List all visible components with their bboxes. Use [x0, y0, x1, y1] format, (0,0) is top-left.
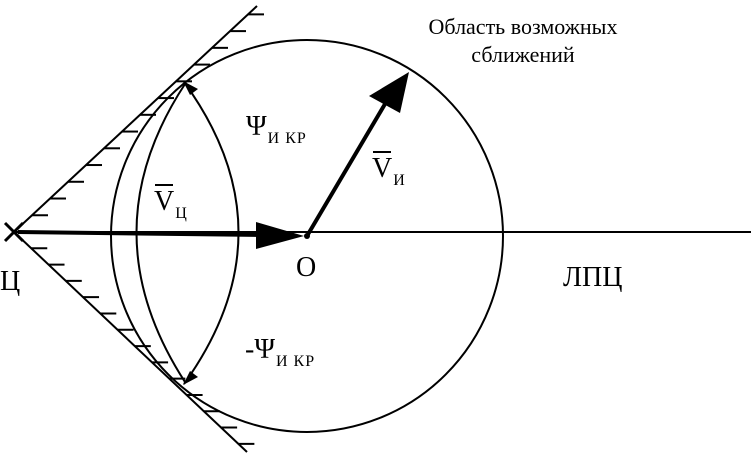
neg-psi-symbol: -Ψ — [245, 334, 275, 365]
interceptor-velocity-arrowhead — [369, 72, 409, 113]
target-velocity-arrowhead — [256, 222, 304, 249]
psi-symbol: Ψ — [246, 111, 267, 142]
interceptor-velocity-symbol: V — [372, 151, 393, 184]
lower-cone-hatching — [31, 247, 255, 445]
psi-critical-label: ΨИ КР — [246, 111, 307, 147]
neg-psi-subscript: И КР — [275, 353, 316, 370]
inner-left-arc — [135, 83, 186, 383]
interceptor-velocity-subscript: И — [393, 172, 406, 189]
line-of-sight-label: ЛПЦ — [563, 262, 623, 293]
target-velocity-label: VЦ — [154, 184, 188, 222]
center-o-label: О — [296, 252, 317, 283]
psi-subscript: И КР — [267, 130, 307, 147]
approach-region-line2: сближений — [471, 41, 575, 67]
interceptor-velocity-label: VИ — [372, 151, 406, 189]
arc-arrowhead-top — [183, 81, 198, 95]
approach-region-circle — [110, 39, 504, 433]
arc-arrowhead-bottom — [183, 371, 198, 385]
upper-cone-hatching — [32, 13, 264, 217]
target-velocity-shaft — [17, 230, 263, 237]
interceptor-velocity-shaft — [305, 102, 387, 238]
upper-cone-boundary — [13, 5, 258, 233]
target-velocity-subscript: Ц — [175, 205, 188, 222]
target-velocity-symbol: V — [154, 184, 175, 217]
target-label: Ц — [0, 266, 21, 297]
approach-region-line1: Область возможных — [428, 14, 618, 39]
approach-region-label: Область возможных сближений — [388, 13, 658, 68]
critical-angle-arc — [183, 81, 240, 385]
neg-psi-critical-label: -ΨИ КР — [245, 334, 315, 370]
target-x-mark — [3, 221, 25, 243]
lower-cone-boundary — [13, 231, 248, 453]
